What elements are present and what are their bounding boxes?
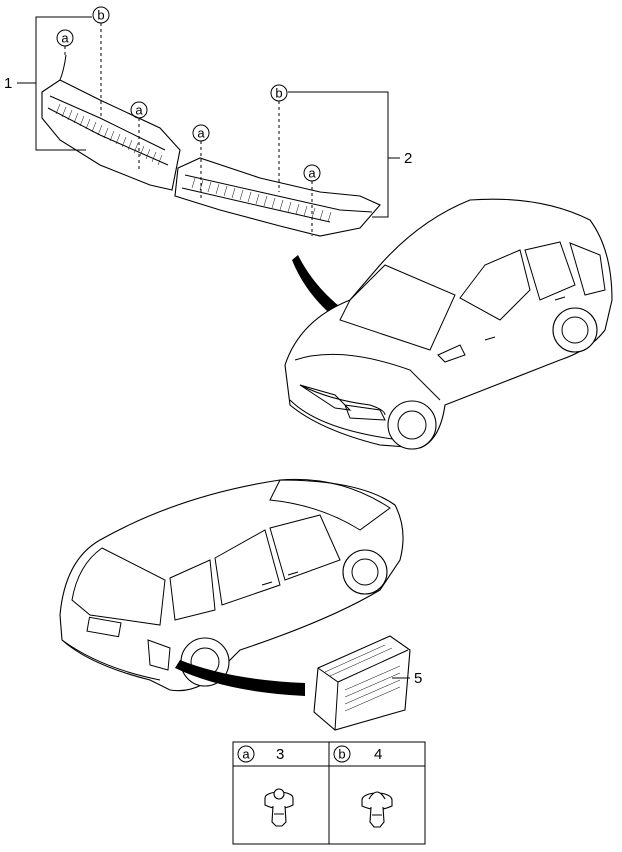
- van-front-view: [284, 198, 613, 450]
- cowl-panel-left: [41, 54, 181, 191]
- svg-text:b: b: [275, 86, 282, 101]
- cowl-panel-right: [174, 157, 381, 237]
- legend-part-4: 4: [374, 746, 382, 763]
- label-part-2: 2: [404, 150, 412, 167]
- fastener-legend: a 3 b 4: [232, 741, 426, 845]
- svg-text:a: a: [308, 166, 316, 181]
- svg-text:b: b: [97, 8, 104, 23]
- marker-b-right: b: [270, 84, 288, 192]
- marker-a-mid-left: a: [130, 101, 148, 170]
- callout-part-1: 1: [4, 16, 92, 151]
- callout-part-5: 5: [392, 670, 422, 687]
- clip-part-4: [361, 791, 393, 828]
- svg-text:a: a: [61, 31, 69, 46]
- van-rear-view: [59, 478, 404, 692]
- marker-a-right: a: [303, 164, 321, 236]
- svg-text:b: b: [338, 747, 345, 762]
- callout-part-2: 2: [288, 91, 412, 218]
- marker-b-top: b: [92, 6, 110, 118]
- legend-cell-a-header: a 3: [237, 745, 284, 763]
- pointer-arrow-module: [175, 660, 305, 696]
- legend-cell-b-header: b 4: [333, 745, 382, 763]
- marker-a-mid-right: a: [192, 124, 210, 200]
- control-module: [313, 635, 411, 731]
- svg-text:a: a: [242, 747, 250, 762]
- legend-part-3: 3: [276, 746, 284, 763]
- marker-a-top-left: a: [56, 29, 74, 58]
- svg-text:a: a: [135, 103, 143, 118]
- clip-part-3: [264, 788, 294, 827]
- svg-text:a: a: [197, 126, 205, 141]
- label-part-5: 5: [414, 670, 422, 687]
- label-part-1: 1: [4, 75, 12, 92]
